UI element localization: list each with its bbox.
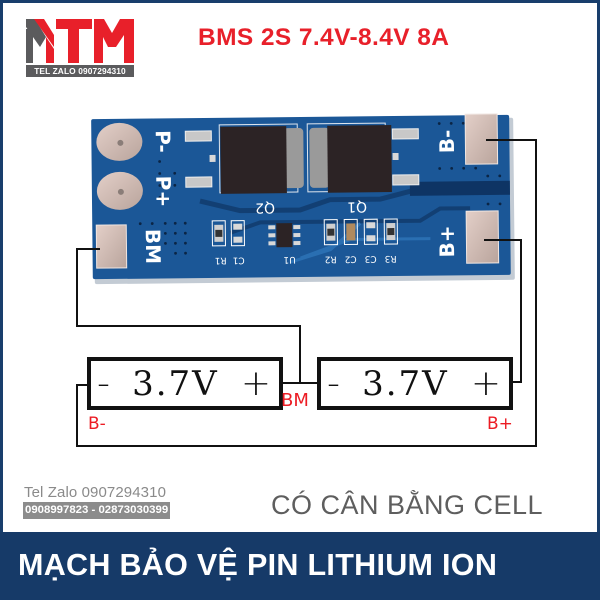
cell-2-voltage: 3.7V — [362, 363, 449, 404]
cell-2-plus: + — [470, 363, 501, 404]
mtm-logo: TEL ZALO 0907294310 — [26, 19, 136, 79]
svg-text:R2: R2 — [325, 254, 337, 264]
battery-cell-2: - 3.7V + — [317, 357, 513, 410]
svg-text:C3: C3 — [365, 253, 377, 263]
label-bm: BM — [281, 390, 309, 411]
feature-cell-balancing: CÓ CÂN BẰNG CELL — [271, 490, 544, 520]
svg-text:U1: U1 — [283, 254, 295, 264]
svg-text:R1: R1 — [215, 255, 227, 265]
cell-1-plus: + — [240, 363, 271, 404]
svg-text:P+: P+ — [151, 176, 175, 208]
svg-text:R3: R3 — [385, 253, 397, 263]
cell-1-voltage: 3.7V — [132, 363, 219, 404]
svg-text:C1: C1 — [233, 255, 245, 265]
mtm-logo-mark — [26, 19, 134, 63]
banner-title: MẠCH BẢO VỆ PIN LITHIUM ION — [18, 548, 498, 582]
svg-text:B+: B+ — [435, 225, 459, 257]
svg-text:Q2: Q2 — [255, 199, 275, 215]
label-b-minus: B- — [88, 414, 106, 434]
product-headline: BMS 2S 7.4V-8.4V 8A — [198, 24, 450, 51]
svg-text:B-: B- — [435, 130, 459, 154]
svg-text:BM: BM — [141, 229, 165, 264]
bottom-banner: MẠCH BẢO VỆ PIN LITHIUM ION — [0, 532, 600, 600]
label-b-plus: B+ — [487, 414, 513, 434]
logo-phone-label: TEL ZALO 0907294310 — [26, 65, 134, 77]
svg-text:Q1: Q1 — [347, 198, 367, 214]
battery-cell-1: - 3.7V + — [87, 357, 283, 410]
cell-1-minus: - — [97, 363, 110, 404]
contact-phones: 0908997823 - 02873030399 — [23, 502, 171, 519]
contact-tel-zalo: Tel Zalo 0907294310 — [24, 484, 167, 501]
cell-2-minus: - — [327, 363, 340, 404]
svg-text:P-: P- — [151, 130, 175, 153]
svg-text:C2: C2 — [345, 253, 357, 263]
